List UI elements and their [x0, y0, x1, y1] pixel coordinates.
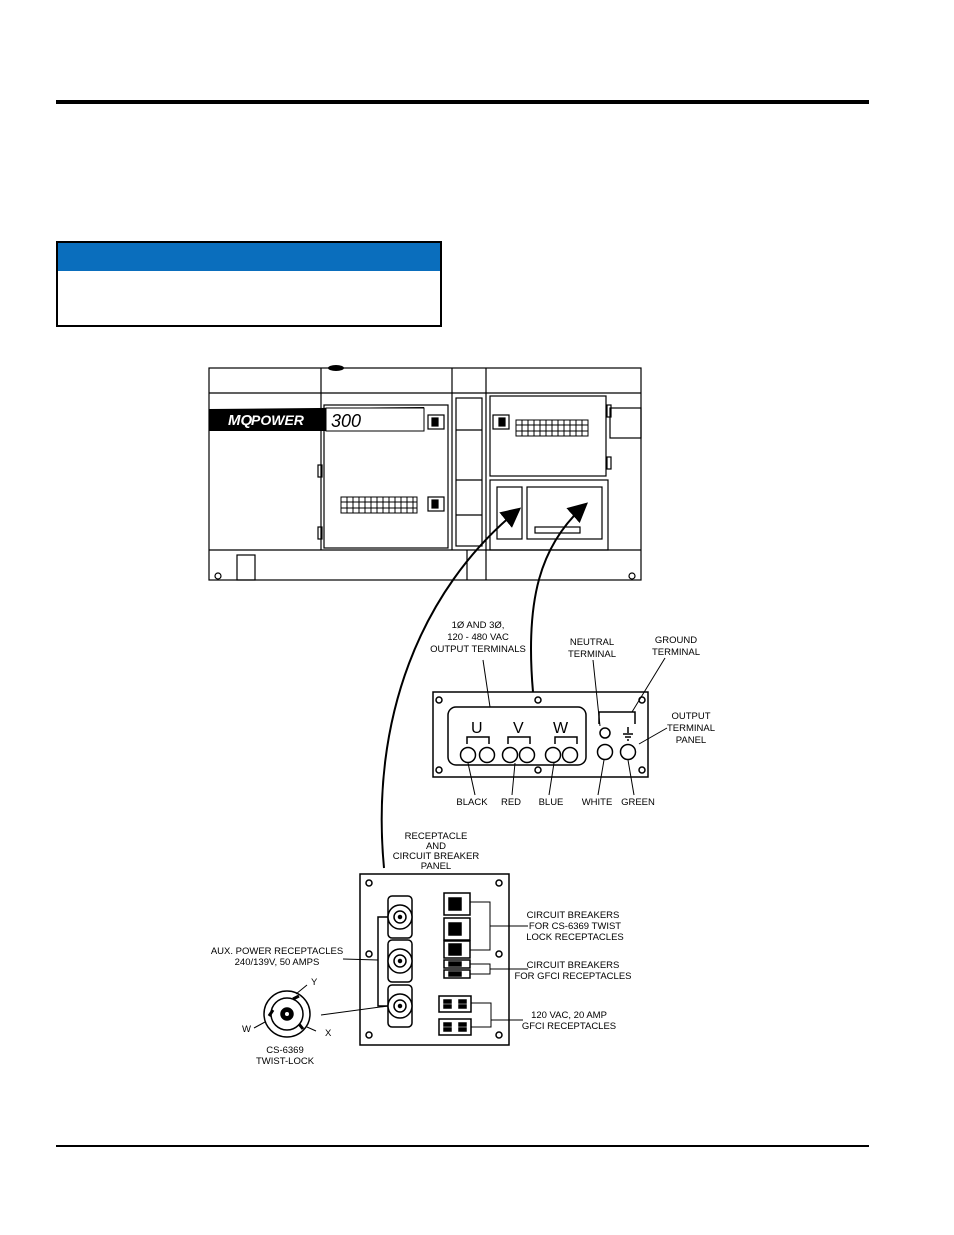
neutral-terminal-label-1: NEUTRAL	[570, 637, 614, 648]
arrow-to-output-panel	[530, 502, 588, 693]
output-terminals-label-3: OUTPUT TERMINALS	[430, 644, 526, 655]
twist-lock-receptacle	[387, 895, 413, 939]
breaker-twist-label-2: FOR CS-6369 TWIST	[529, 921, 621, 932]
receptacle-panel-title-2: AND	[426, 841, 446, 852]
wire-color-red: RED	[501, 797, 521, 808]
output-panel-label-3: PANEL	[676, 735, 706, 746]
twist-pin-y: Y	[311, 977, 318, 988]
breaker-twist-label-3: LOCK RECEPTACLES	[526, 932, 624, 943]
twist-pin-w: W	[242, 1024, 251, 1035]
wire-color-green: GREEN	[621, 797, 655, 808]
terminal-v-label: V	[513, 720, 524, 737]
leader-lines	[320, 901, 528, 1028]
twist-lock-face-icon	[253, 984, 317, 1038]
aux-power-label-1: AUX. POWER RECEPTACLES	[211, 946, 343, 957]
breaker-gfci-label-2: FOR GFCI RECEPTACLES	[514, 971, 631, 982]
twist-lock-receptacle	[387, 939, 413, 983]
ground-terminal-label-1: GROUND	[655, 635, 697, 646]
arrow-to-receptacle-panel	[380, 507, 522, 869]
neutral-terminal-label-2: TERMINAL	[568, 649, 616, 660]
receptacle-panel-title-3: CIRCUIT BREAKER	[393, 851, 480, 862]
twist-lock-label-1: CS-6369	[266, 1045, 304, 1056]
brand-logo-power: POWER	[251, 412, 305, 428]
bottom-rule	[56, 1145, 869, 1147]
top-rule	[56, 100, 869, 104]
receptacle-panel	[359, 873, 510, 1046]
leader-lines	[467, 657, 668, 796]
twist-lock-receptacle	[387, 984, 413, 1028]
twist-lock-label-2: TWIST-LOCK	[256, 1056, 315, 1067]
receptacle-panel-title-1: RECEPTACLE	[405, 831, 468, 842]
output-terminals-label-2: 120 - 480 VAC	[447, 632, 509, 643]
receptacle-panel-title-4: PANEL	[421, 861, 451, 872]
brand-logo-mq: MQ	[228, 412, 252, 429]
note-box	[56, 241, 442, 327]
vent-grille	[340, 419, 589, 514]
terminal-u-label: U	[471, 720, 483, 737]
output-terminals-label-1: 1Ø AND 3Ø,	[452, 620, 505, 631]
note-box-header	[58, 243, 440, 271]
wire-color-black: BLACK	[456, 797, 488, 808]
aux-power-label-2: 240/139V, 50 AMPS	[235, 957, 320, 968]
wire-color-white: WHITE	[582, 797, 613, 808]
gfci-label-2: GFCI RECEPTACLES	[522, 1021, 616, 1032]
output-terminal-panel	[432, 691, 649, 778]
output-panel-label-2: TERMINAL	[667, 723, 715, 734]
breaker-gfci-label-1: CIRCUIT BREAKERS	[527, 960, 620, 971]
generator-enclosure	[208, 367, 642, 581]
breaker-twist-label-1: CIRCUIT BREAKERS	[527, 910, 620, 921]
gfci-label-1: 120 VAC, 20 AMP	[531, 1010, 607, 1021]
lifting-eye-icon	[328, 365, 344, 371]
wire-color-blue: BLUE	[539, 797, 564, 808]
door-latch-icon	[427, 414, 510, 512]
terminal-w-label: W	[553, 720, 569, 737]
ground-terminal-label-2: TERMINAL	[652, 647, 700, 658]
twist-pin-x: X	[325, 1028, 332, 1039]
model-number: 300	[331, 411, 361, 431]
output-panel-label-1: OUTPUT	[671, 711, 710, 722]
